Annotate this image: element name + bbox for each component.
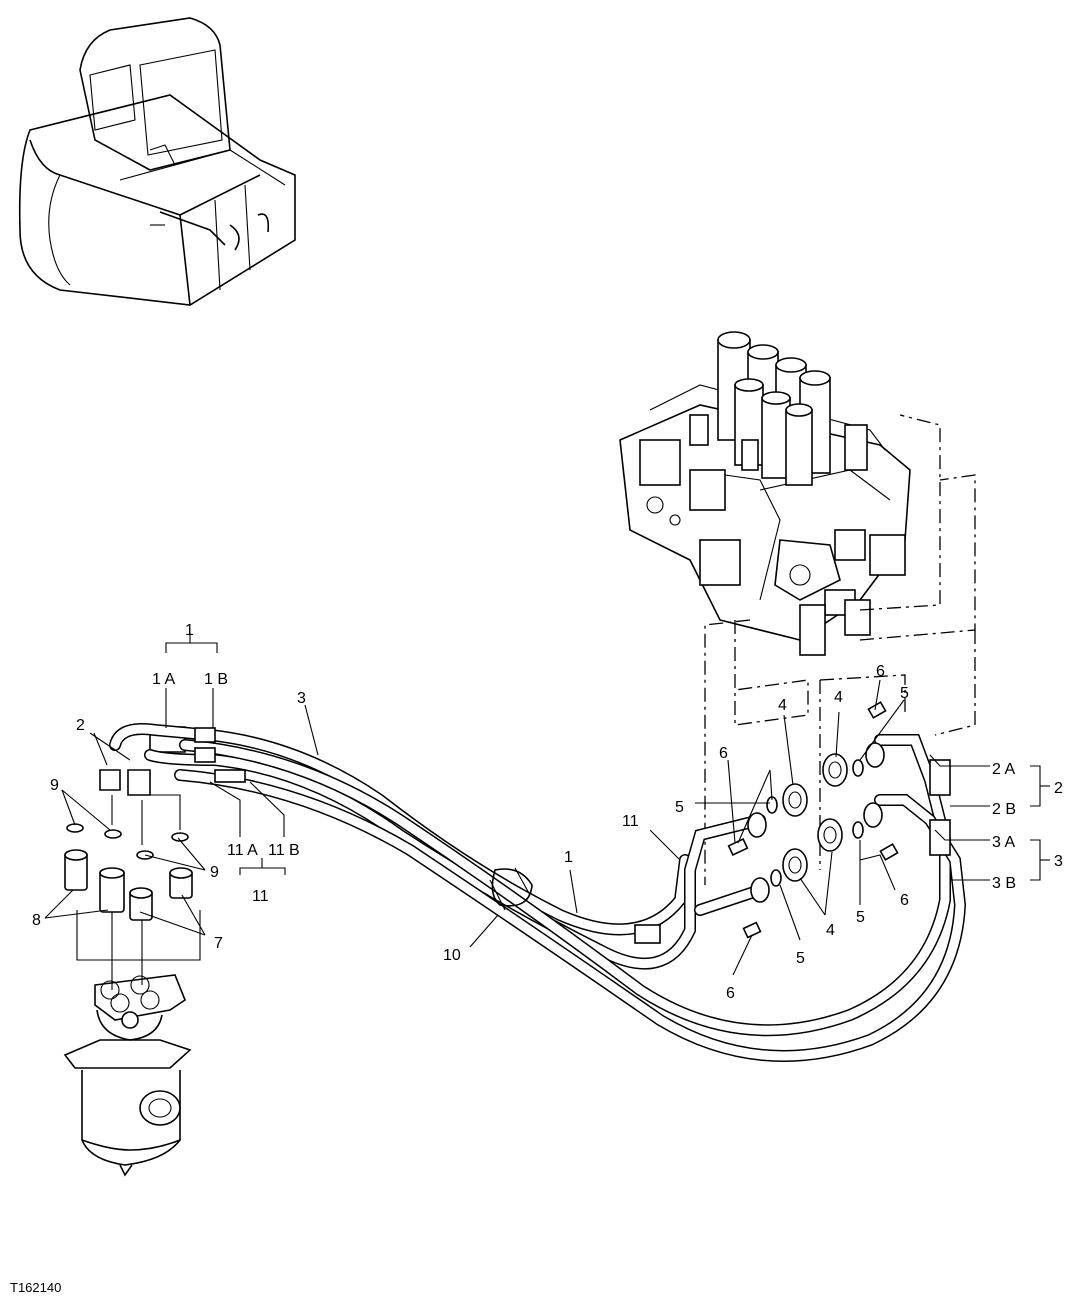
callout-labels: 1 1 A 1 B 2 3 9 9 11 A 11 B 11 8 7 10 1 … bbox=[32, 622, 1063, 1002]
callout-1b: 1 B bbox=[204, 671, 228, 688]
callout-7: 7 bbox=[214, 935, 223, 952]
callout-leaders bbox=[44, 633, 1050, 976]
callout-6-d: 6 bbox=[726, 985, 735, 1002]
callout-6-b: 6 bbox=[876, 663, 885, 680]
callout-5-a: 5 bbox=[900, 685, 909, 702]
callout-5-b: 5 bbox=[675, 799, 684, 816]
callout-1-right: 1 bbox=[564, 849, 573, 866]
valve-port-leaders bbox=[704, 414, 976, 885]
figure-id-label: T162140 bbox=[10, 1280, 62, 1295]
hose-lines bbox=[109, 723, 967, 1062]
fittings-group bbox=[64, 794, 201, 990]
callout-2-bracket: 2 bbox=[1054, 780, 1063, 797]
callout-3a: 3 A bbox=[992, 834, 1015, 851]
callout-5-c: 5 bbox=[856, 909, 865, 926]
callout-4-a: 4 bbox=[778, 697, 787, 714]
callout-6-a: 6 bbox=[719, 745, 728, 762]
callout-11-right: 11 bbox=[622, 813, 639, 830]
callout-1-top: 1 bbox=[185, 622, 194, 639]
callout-4-b: 4 bbox=[834, 689, 843, 706]
callout-11a: 11 A bbox=[227, 842, 258, 859]
excavator-overview-illustration bbox=[18, 17, 296, 306]
callout-8: 8 bbox=[32, 912, 41, 929]
callout-3b: 3 B bbox=[992, 875, 1016, 892]
callout-3-top: 3 bbox=[297, 690, 306, 707]
callout-5-d: 5 bbox=[796, 950, 805, 967]
callout-9-left: 9 bbox=[50, 777, 59, 794]
callout-4-c: 4 bbox=[826, 922, 835, 939]
callout-3-bracket: 3 bbox=[1054, 853, 1063, 870]
callout-2b: 2 B bbox=[992, 801, 1016, 818]
control-valve-illustration bbox=[619, 331, 911, 656]
callout-6-c: 6 bbox=[900, 892, 909, 909]
callout-2a: 2 A bbox=[992, 761, 1015, 778]
callout-11b: 11 B bbox=[268, 842, 300, 859]
callout-11-bracket: 11 bbox=[252, 888, 269, 905]
center-joint-illustration bbox=[63, 974, 192, 1177]
callout-10: 10 bbox=[443, 947, 461, 964]
callout-2-left: 2 bbox=[76, 717, 85, 734]
callout-1a: 1 A bbox=[152, 671, 175, 688]
flange-hardware bbox=[727, 701, 899, 939]
callout-9-right: 9 bbox=[210, 864, 219, 881]
